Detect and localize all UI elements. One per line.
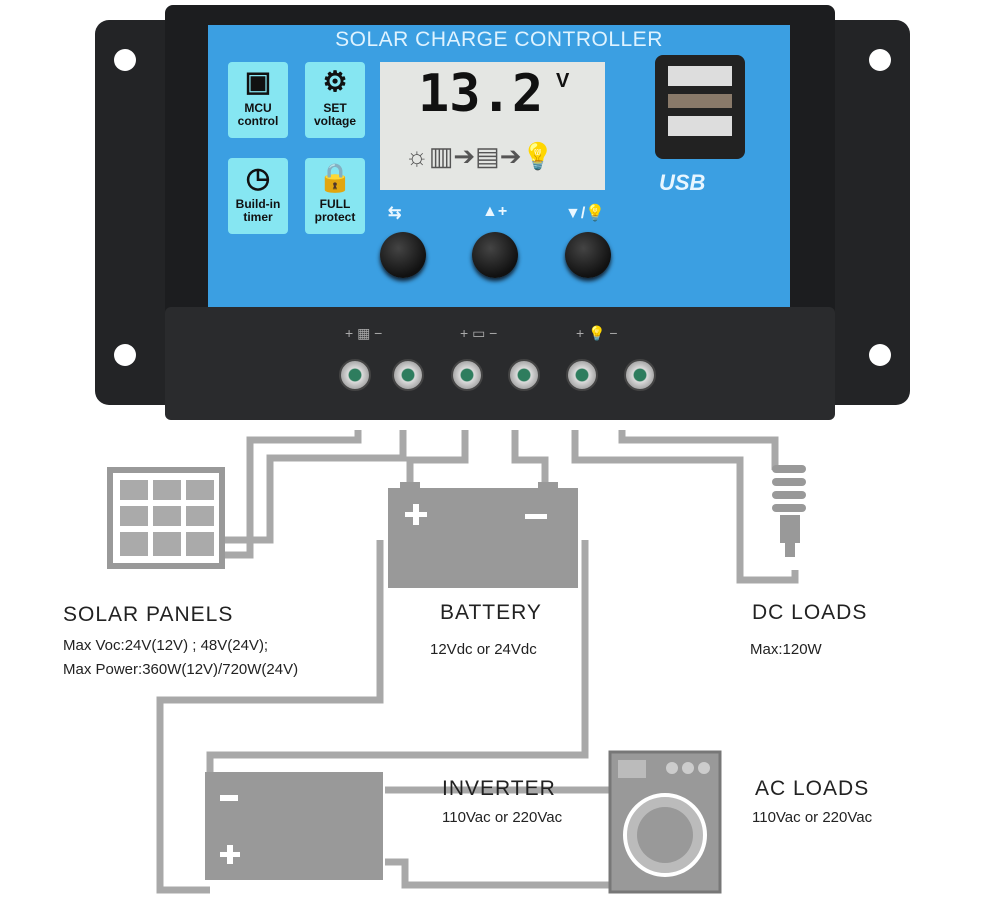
washing-machine-icon xyxy=(608,750,722,894)
feature-line2: timer xyxy=(243,210,273,224)
dc-loads-title: DC LOADS xyxy=(752,601,868,624)
feature-mcu-control: ▣ MCU control xyxy=(228,62,288,138)
inverter-voltage: 110Vac or 220Vac xyxy=(442,809,563,826)
ac-loads-voltage: 110Vac or 220Vac xyxy=(752,809,873,826)
terminal-solar-negative[interactable] xyxy=(392,359,424,391)
ac-loads-title: AC LOADS xyxy=(755,777,870,800)
solar-voc: Max Voc:24V(12V) ; 48V(24V); xyxy=(63,637,269,654)
lcd-flow-icon: ☼▥➔▤➔💡 xyxy=(405,141,554,171)
solar-title: SOLAR PANELS xyxy=(63,603,234,626)
feature-line2: voltage xyxy=(313,114,356,128)
inverter-icon xyxy=(205,772,383,880)
menu-symbol: ⇆ xyxy=(388,205,402,222)
solar-panel-icon xyxy=(107,467,225,569)
solar-terminal-label: + ▦ − xyxy=(345,325,383,341)
terminal-load-negative[interactable] xyxy=(624,359,656,391)
usb-ports[interactable] xyxy=(655,55,745,159)
gear-icon: ⚙ xyxy=(322,66,348,97)
terminal-load-positive[interactable] xyxy=(566,359,598,391)
bulb-icon xyxy=(772,465,806,557)
terminal-strip xyxy=(165,307,835,420)
wires xyxy=(156,430,799,894)
terminal-solar-positive[interactable] xyxy=(339,359,371,391)
battery-icon xyxy=(388,482,578,588)
controller-mount-right xyxy=(820,20,910,405)
lock-icon: 🔒 xyxy=(317,162,353,193)
down-light-symbol: ▼/💡 xyxy=(565,205,606,222)
up-symbol: ▲+ xyxy=(482,203,508,220)
feature-set-voltage: ⚙ SET voltage xyxy=(305,62,365,138)
battery-title: BATTERY xyxy=(440,601,542,624)
feature-line1: SET xyxy=(323,101,347,115)
feature-line1: Build-in xyxy=(235,197,281,211)
feature-line2: control xyxy=(237,114,279,128)
controller-mount-left xyxy=(95,20,185,405)
feature-line2: protect xyxy=(314,210,356,224)
load-terminal-label: + 💡 − xyxy=(576,325,618,341)
battery-voltage: 12Vdc or 24Vdc xyxy=(430,641,537,658)
up-button[interactable] xyxy=(472,232,518,278)
usb-label: USB xyxy=(659,170,706,195)
inverter-title: INVERTER xyxy=(442,777,556,800)
feature-full-protect: 🔒 FULL protect xyxy=(305,158,365,234)
dc-loads-max: Max:120W xyxy=(750,641,822,658)
battery-terminal-label: + ▭ − xyxy=(460,325,498,341)
solar-power: Max Power:360W(12V)/720W(24V) xyxy=(63,661,299,678)
terminal-battery-positive[interactable] xyxy=(451,359,483,391)
voltage-readout: 13.2 xyxy=(418,64,544,124)
feature-line1: MCU xyxy=(244,101,272,115)
feature-build-in-timer: ◷ Build-in timer xyxy=(228,158,288,234)
controller-title: SOLAR CHARGE CONTROLLER xyxy=(335,28,663,51)
voltage-unit: V xyxy=(556,70,570,92)
chip-icon: ▣ xyxy=(244,66,272,97)
lcd-display xyxy=(380,62,605,190)
menu-button[interactable] xyxy=(380,232,426,278)
down-button[interactable] xyxy=(565,232,611,278)
terminal-battery-negative[interactable] xyxy=(508,359,540,391)
clock-icon: ◷ xyxy=(245,162,271,193)
feature-line1: FULL xyxy=(319,197,351,211)
